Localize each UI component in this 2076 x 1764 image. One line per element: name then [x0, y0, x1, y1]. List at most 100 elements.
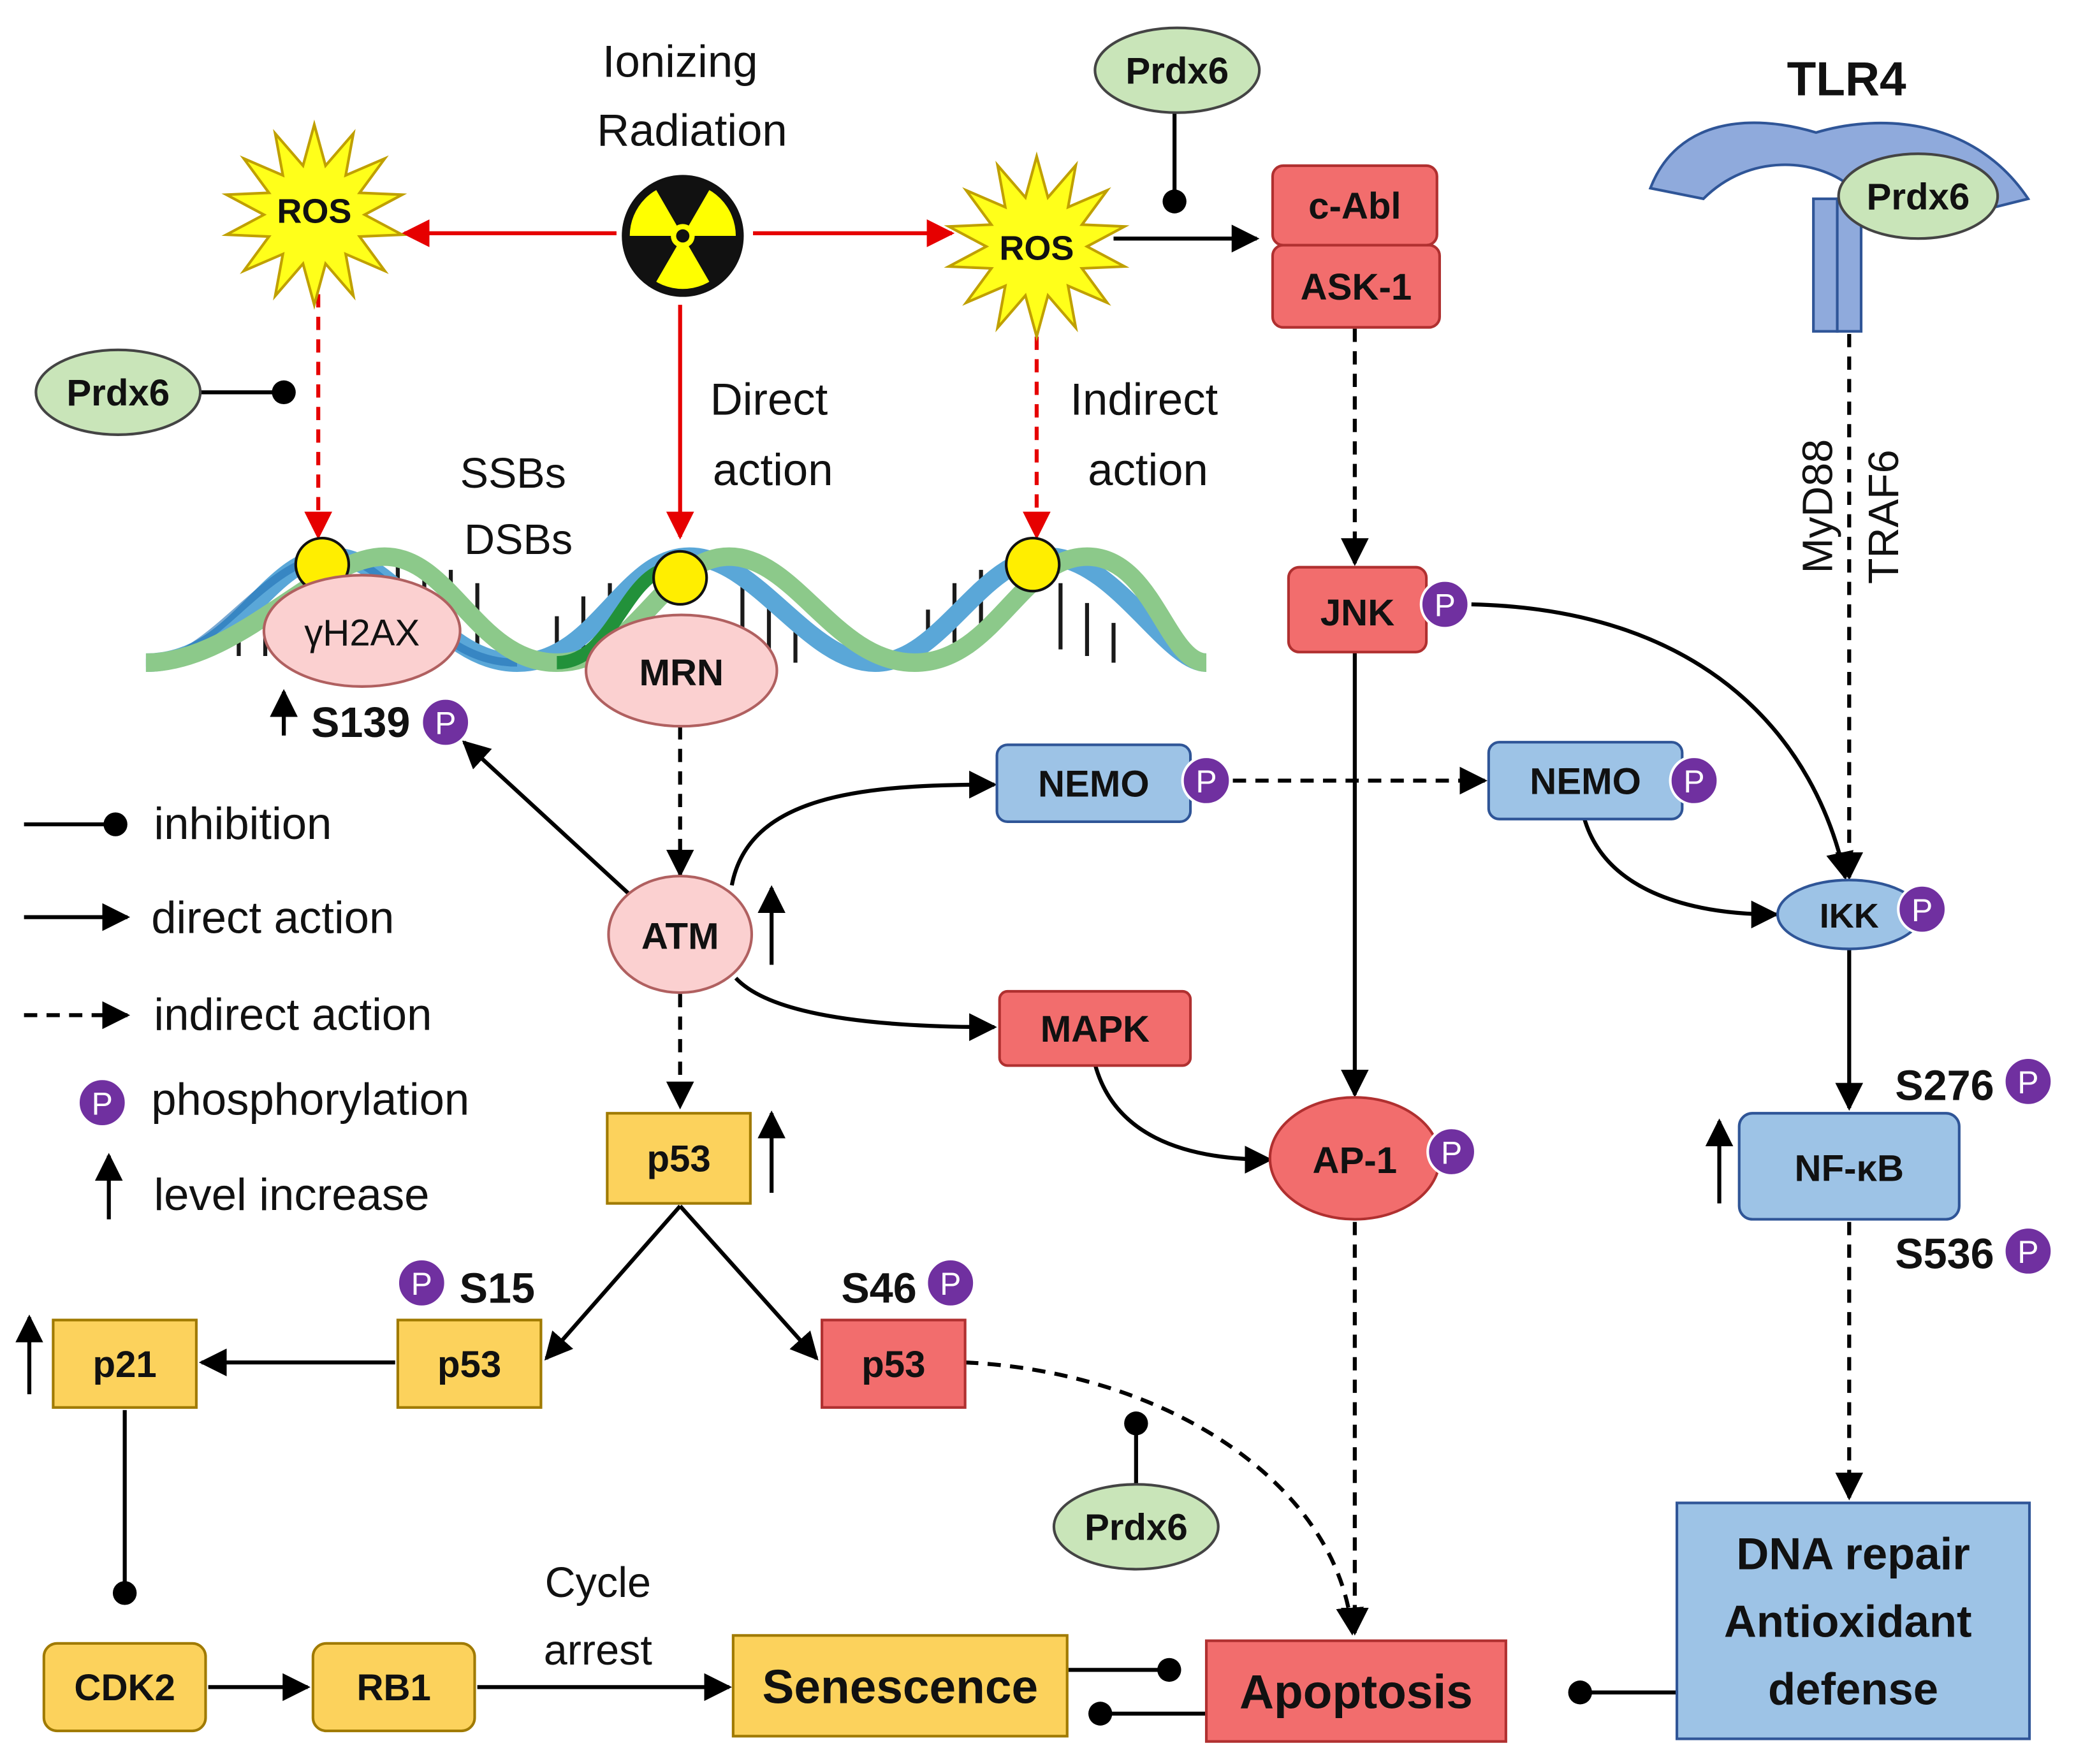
repair-box: DNA repair Antioxidant defense: [1675, 1501, 2031, 1740]
s536-label: S536: [1895, 1230, 1994, 1278]
phospho-ap1-icon: P: [1426, 1126, 1477, 1177]
prdx6-left-label: Prdx6: [66, 372, 170, 414]
ssbs-label: SSBs: [460, 450, 566, 497]
traf6-label: TRAF6: [1860, 449, 1908, 584]
s276-label: S276: [1895, 1062, 1994, 1109]
s46-label: S46: [841, 1265, 916, 1313]
radiation-title-1: Ionizing: [603, 36, 758, 87]
rb1-label: RB1: [356, 1667, 430, 1709]
svg-text:P: P: [940, 1266, 961, 1302]
legend-phospho-icon: P: [77, 1077, 128, 1128]
direct-label-1: Direct: [710, 374, 828, 425]
direct-label-2: action: [713, 444, 833, 495]
ros-star-left: ROS: [221, 119, 407, 310]
ap1-ellipse: AP-1: [1268, 1096, 1441, 1221]
level-increase-arrows: [15, 689, 1734, 1394]
tlr4-label: TLR4: [1787, 52, 1906, 106]
prdx6-bottom-label: Prdx6: [1085, 1507, 1188, 1549]
h2ax-ellipse: γH2AX: [262, 536, 462, 688]
ikk-ellipse: IKK: [1776, 878, 1922, 951]
svg-text:P: P: [1435, 588, 1456, 623]
nemo-2-label: NEMO: [1530, 761, 1641, 802]
nfkb-label: NF-κB: [1795, 1148, 1904, 1189]
ros-left-label: ROS: [277, 192, 351, 230]
cdk2-box: CDK2: [42, 1642, 207, 1733]
senescence-label: Senescence: [762, 1659, 1038, 1713]
cdk2-label: CDK2: [74, 1667, 175, 1709]
prdx6-top: Prdx6: [1093, 26, 1261, 114]
nemo-1-box: NEMO: [995, 743, 1192, 823]
prdx6-bottom: Prdx6: [1052, 1483, 1220, 1571]
prdx6-top-label: Prdx6: [1125, 50, 1229, 92]
nemo-1-label: NEMO: [1038, 763, 1150, 805]
p21-label: p21: [93, 1344, 157, 1385]
svg-text:P: P: [435, 706, 456, 741]
mapk-box: MAPK: [998, 989, 1192, 1067]
legend-inhibition-label: inhibition: [154, 798, 332, 849]
phospho-s15-icon: P: [396, 1257, 447, 1308]
s139-label: S139: [311, 699, 410, 747]
phospho-s536-icon: P: [2003, 1225, 2054, 1276]
prdx6-left: Prdx6: [34, 348, 202, 436]
phospho-s276-icon: P: [2003, 1056, 2054, 1107]
ap1-label: AP-1: [1313, 1140, 1398, 1181]
repair-line-1: DNA repair: [1736, 1528, 1970, 1578]
indirect-label-1: Indirect: [1070, 374, 1218, 425]
p53-s15-box: p53: [396, 1318, 543, 1409]
phospho-ikk-icon: P: [1897, 884, 1948, 935]
phospho-s139-icon: P: [420, 697, 471, 748]
nemo-2-box: NEMO: [1487, 741, 1684, 820]
apoptosis-label: Apoptosis: [1239, 1665, 1473, 1719]
h2ax-label: γH2AX: [304, 612, 420, 653]
phospho-nemo-1-icon: P: [1181, 755, 1232, 806]
jnk-box: JNK: [1287, 565, 1428, 653]
tlr4-receptor: Prdx6: [1648, 121, 2031, 333]
apoptosis-box: Apoptosis: [1204, 1639, 1507, 1743]
rb1-box: RB1: [311, 1642, 476, 1733]
indirect-label-2: action: [1088, 444, 1208, 495]
phospho-badges: P P P P P P P P P P: [396, 579, 2054, 1308]
legend-inhibition-icon: [103, 812, 128, 836]
legend-level-label: level increase: [154, 1169, 429, 1220]
cycle-arrest-label-1: Cycle: [545, 1559, 651, 1607]
s15-label: S15: [460, 1265, 535, 1313]
phospho-nemo-2-icon: P: [1669, 755, 1720, 806]
connectors: [122, 112, 1864, 1716]
phospho-s46-icon: P: [925, 1257, 976, 1308]
svg-text:P: P: [1912, 893, 1933, 928]
repair-line-3: defense: [1768, 1663, 1938, 1714]
c-abl-label: c-Abl: [1308, 186, 1401, 227]
p53-top-box: p53: [606, 1112, 752, 1205]
p53-s46-box: p53: [821, 1318, 967, 1409]
legend-direct-label: direct action: [151, 893, 394, 943]
svg-text:P: P: [2017, 1234, 2038, 1270]
ros-right-label: ROS: [999, 229, 1074, 267]
prdx6-tlr4-label: Prdx6: [1867, 176, 1970, 217]
ros-star-right: ROS: [944, 151, 1130, 342]
mrn-label: MRN: [640, 652, 724, 694]
p53-s15-label: p53: [437, 1344, 501, 1385]
radiation-icon: [622, 175, 744, 297]
atm-label: ATM: [641, 915, 719, 957]
ikk-label: IKK: [1820, 897, 1879, 935]
radiation-title-2: Radiation: [597, 105, 787, 156]
dsbs-label: DSBs: [464, 516, 573, 564]
c-abl-box: c-Abl: [1271, 164, 1438, 247]
mapk-label: MAPK: [1041, 1009, 1150, 1050]
myd88-label: MyD88: [1794, 439, 1841, 574]
svg-text:P: P: [92, 1086, 113, 1121]
atm-ellipse: ATM: [607, 875, 754, 995]
p53-top-label: p53: [647, 1139, 710, 1180]
phospho-jnk-icon: P: [1419, 579, 1470, 630]
svg-text:P: P: [411, 1266, 432, 1302]
senescence-box: Senescence: [731, 1634, 1069, 1738]
svg-text:P: P: [1441, 1135, 1462, 1170]
p53-s46-label: p53: [861, 1344, 925, 1385]
repair-line-2: Antioxidant: [1724, 1596, 1972, 1646]
legend: inhibition direct action indirect action…: [24, 798, 469, 1220]
ask1-label: ASK-1: [1301, 266, 1412, 308]
cycle-arrest-label-2: arrest: [544, 1627, 652, 1674]
svg-text:P: P: [1683, 764, 1704, 799]
